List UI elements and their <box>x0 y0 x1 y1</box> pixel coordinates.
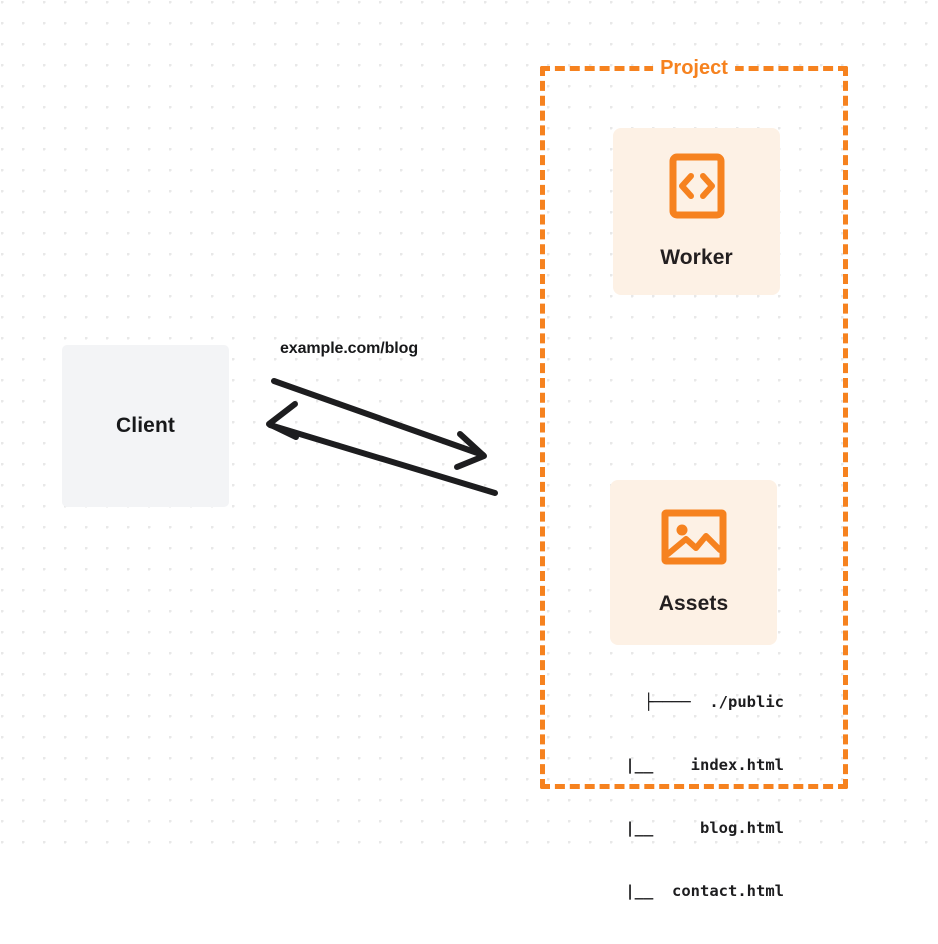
assets-node: Assets <box>610 480 777 645</box>
project-container: Project <box>540 56 848 789</box>
file-tree-row: ├──── ./public <box>644 693 784 711</box>
assets-label: Assets <box>658 592 729 615</box>
assets-file-tree: ├──── ./public |__ index.html |__ blog.h… <box>540 650 784 944</box>
worker-node: Worker <box>613 128 780 295</box>
image-icon <box>661 509 727 570</box>
file-tree-row: |__ index.html <box>597 756 784 774</box>
project-title: Project <box>653 56 735 80</box>
worker-label: Worker <box>660 246 733 269</box>
request-arrow <box>271 378 487 470</box>
client-label: Client <box>116 414 175 437</box>
code-file-icon <box>669 153 725 224</box>
request-url-label: example.com/blog <box>280 340 418 357</box>
file-tree-row: |__ blog.html <box>597 819 784 837</box>
file-tree-row: |__ contact.html <box>597 882 784 900</box>
diagram-canvas: Client example.com/blog Project Worker <box>0 0 938 900</box>
client-node: Client <box>62 345 229 507</box>
response-arrow <box>266 401 498 496</box>
